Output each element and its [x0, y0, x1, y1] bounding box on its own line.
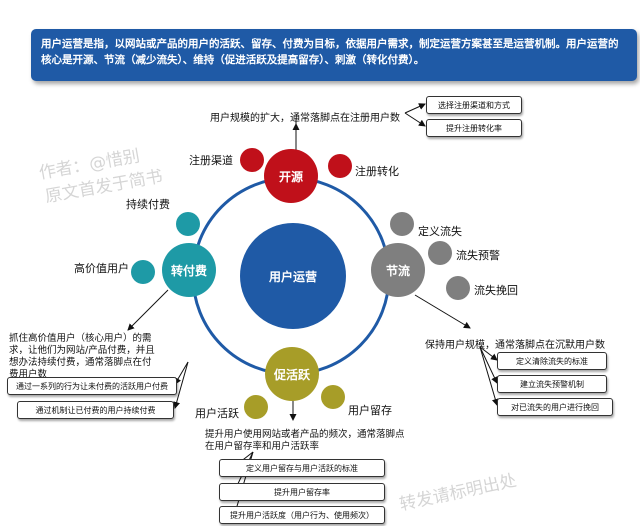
cuhuoyue-box-3: 提升用户活跃度（用户行为、使用频次） — [219, 506, 385, 524]
jieliu-sub-2 — [428, 241, 452, 265]
jieliu-sub-3 — [446, 276, 470, 300]
kaiyuan-left-label: 注册渠道 — [189, 154, 233, 167]
cuhuoyue-box-1: 定义用户留存与用户活跃的标准 — [219, 459, 385, 477]
jieliu-circle — [371, 243, 425, 297]
zhuanfufei-sub-left — [131, 260, 155, 284]
cuhuoyue-right-label: 用户留存 — [348, 404, 392, 417]
cuhuoyue-label: 促活跃 — [273, 367, 310, 382]
jieliu-item-1: 定义流失 — [418, 225, 462, 238]
jieliu-note: 保持用户规模，通常落脚点在沉默用户数 — [425, 340, 605, 351]
jieliu-sub-1 — [390, 212, 414, 236]
zhuanfufei-box-2: 通过机制让已付费的用户持续付费 — [17, 401, 174, 419]
zhuanfufei-circle — [162, 243, 216, 297]
jieliu-box-1: 定义清除流失的标准 — [497, 352, 607, 370]
jieliu-item-3: 流失挽回 — [474, 284, 518, 297]
zhuanfufei-left-label: 高价值用户 — [74, 262, 129, 275]
zhuanfufei-label: 转付费 — [170, 263, 207, 278]
zhuanfufei-sub-top — [176, 212, 200, 236]
cuhuoyue-sub-right — [321, 385, 345, 409]
intro-banner: 用户运营是指，以网站或产品的用户的活跃、留存、付费为目标，依据用户需求，制定运营… — [31, 29, 637, 81]
center-circle — [240, 223, 346, 329]
jieliu-item-2: 流失预警 — [456, 249, 500, 262]
jieliu-box-3: 对已流失的用户进行挽回 — [497, 398, 613, 416]
zhuanfufei-box-1: 通过一系列的行为让未付费的活跃用户付费 — [7, 377, 177, 395]
kaiyuan-note: 用户规模的扩大，通常落脚点在注册用户数 — [210, 113, 400, 124]
kaiyuan-sub-right — [328, 154, 352, 178]
jieliu-box-2: 建立流失预警机制 — [497, 375, 607, 393]
kaiyuan-circle — [264, 149, 318, 203]
zhuanfufei-note: 抓住高价值用户（核心用户）的需求，让他们为网站/产品付费，并且想办法持续付费，通… — [9, 333, 155, 380]
cuhuoyue-left-label: 用户活跃 — [195, 407, 239, 420]
cuhuoyue-sub-left — [244, 395, 268, 419]
kaiyuan-label: 开源 — [278, 169, 303, 184]
cuhuoyue-note: 提升用户使用网站或者产品的频次，通常落脚点在用户留存率和用户活跃率 — [205, 429, 405, 452]
cuhuoyue-box-2: 提升用户留存率 — [219, 483, 385, 501]
center-label: 用户运营 — [268, 269, 317, 284]
cuhuoyue-circle — [265, 347, 319, 401]
kaiyuan-right-label: 注册转化 — [355, 165, 399, 178]
kaiyuan-box-1: 选择注册渠道和方式 — [426, 96, 522, 114]
kaiyuan-box-2: 提升注册转化率 — [426, 119, 522, 137]
intro-text: 用户运营是指，以网站或产品的用户的活跃、留存、付费为目标，依据用户需求，制定运营… — [41, 38, 619, 66]
jieliu-label: 节流 — [385, 263, 410, 278]
kaiyuan-sub-left — [240, 148, 264, 172]
zhuanfufei-top-label: 持续付费 — [126, 198, 170, 211]
